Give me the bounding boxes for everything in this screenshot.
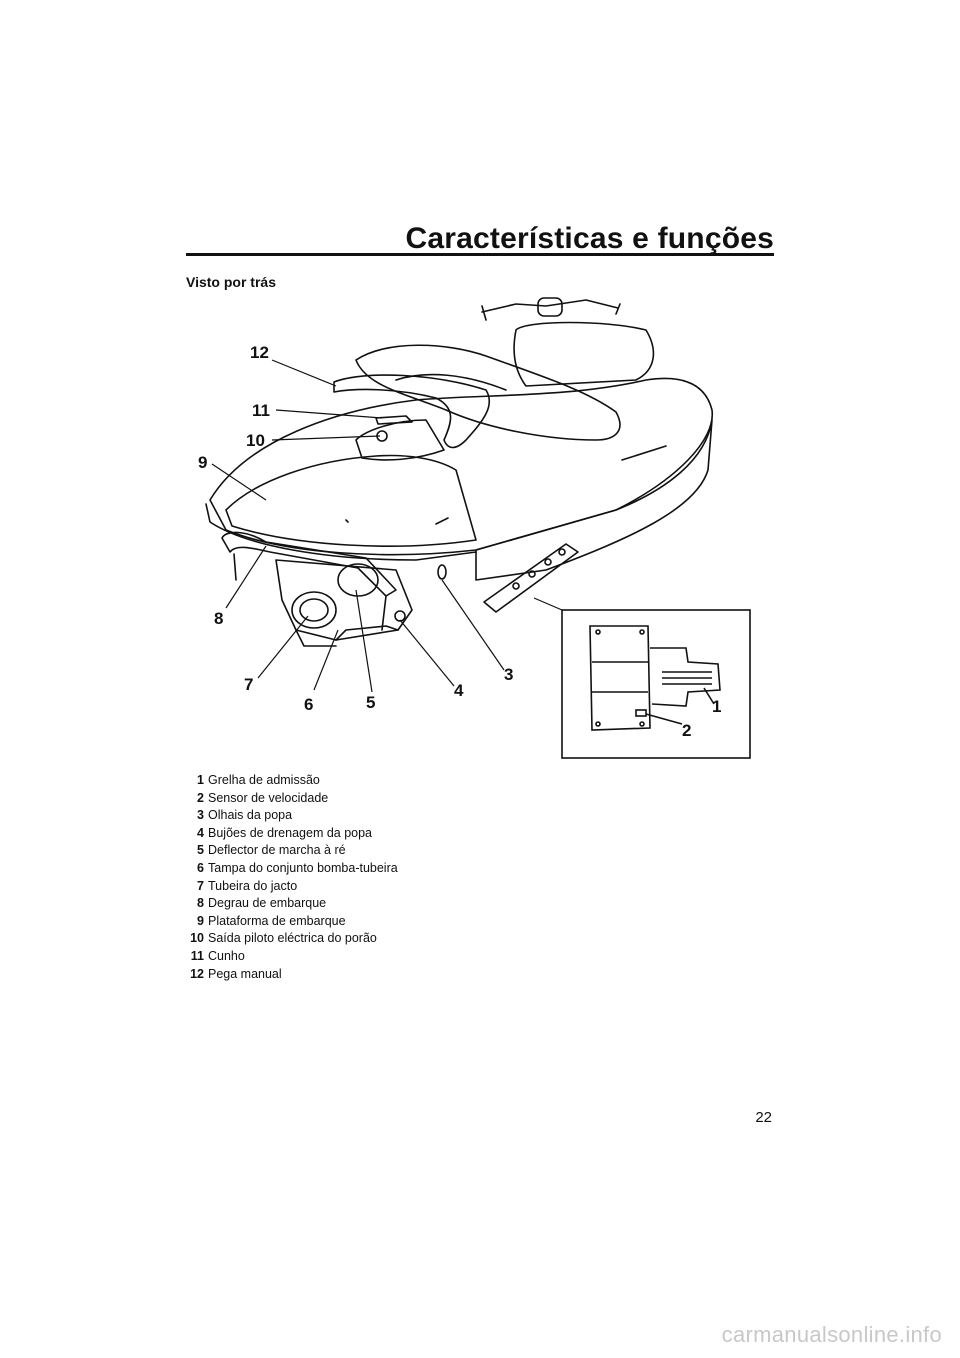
legend-number: 7 <box>197 878 204 893</box>
callout-9: 9 <box>198 453 208 472</box>
legend-number: 3 <box>197 808 204 823</box>
leader-9 <box>211 463 267 501</box>
leader-11 <box>275 409 383 419</box>
legend-item: 8 Degrau de embarque <box>186 895 586 913</box>
legend-item: 6 Tampa do conjunto bomba-tubeira <box>186 860 586 878</box>
callout-7: 7 <box>244 675 254 694</box>
watercraft-illustration <box>205 297 751 759</box>
legend-item: 7 Tubeira do jacto <box>186 878 586 896</box>
leader-3 <box>441 579 505 671</box>
leader-6 <box>313 629 339 691</box>
parts-legend: 1 Grelha de admissão 2 Sensor de velocidad… <box>186 772 586 983</box>
page-header-title: Características e funções <box>405 222 774 255</box>
callout-10: 10 <box>246 431 265 450</box>
legend-label: Sensor de velocidade <box>208 790 329 805</box>
legend-number: 12 <box>190 966 204 981</box>
callout-5: 5 <box>366 693 376 712</box>
legend-item: 4 Bujões de drenagem da popa <box>186 825 586 843</box>
legend-label: Cunho <box>208 948 245 963</box>
legend-label: Degrau de embarque <box>208 896 327 911</box>
legend-item: 9 Plataforma de embarque <box>186 913 586 931</box>
legend-item: 1 Grelha de admissão <box>186 772 586 790</box>
callout-11: 11 <box>252 401 270 420</box>
inset-frame <box>561 609 751 759</box>
legend-item: 2 Sensor de velocidade <box>186 790 586 808</box>
legend-item: 12 Pega manual <box>186 966 586 984</box>
callout-2: 2 <box>682 721 692 740</box>
legend-label: Tampa do conjunto bomba-tubeira <box>208 860 398 875</box>
legend-item: 3 Olhais da popa <box>186 807 586 825</box>
legend-number: 6 <box>197 860 204 875</box>
leader-7 <box>257 615 309 679</box>
callout-4: 4 <box>454 681 464 700</box>
leader-12 <box>271 359 337 387</box>
legend-label: Grelha de admissão <box>208 773 320 787</box>
legend-label: Tubeira do jacto <box>208 878 298 893</box>
page-number: 22 <box>755 1109 772 1126</box>
legend-label: Bujões de drenagem da popa <box>208 825 373 840</box>
legend-item: 10 Saída piloto eléctrica do porão <box>186 930 586 948</box>
callout-3: 3 <box>504 665 514 684</box>
legend-number: 10 <box>190 931 204 946</box>
legend-label: Pega manual <box>208 966 282 981</box>
watermark: carmanualsonline.info <box>721 1322 942 1347</box>
leader-8 <box>225 545 267 609</box>
legend-label: Olhais da popa <box>208 808 293 823</box>
legend-label: Plataforma de embarque <box>208 913 346 928</box>
leader-5 <box>355 589 373 693</box>
leader-10 <box>271 435 381 441</box>
watercraft-rear-view-figure: 12 11 10 9 8 7 6 5 4 3 1 2 <box>186 290 774 770</box>
legend-number: 11 <box>190 948 204 963</box>
legend-number: 2 <box>197 790 204 805</box>
callout-12: 12 <box>250 343 269 362</box>
callout-8: 8 <box>214 609 224 628</box>
callout-1: 1 <box>712 697 722 716</box>
legend-number: 9 <box>197 913 204 928</box>
legend-number: 8 <box>197 896 204 911</box>
leader-4 <box>399 619 455 687</box>
section-title: Visto por trás <box>186 274 276 290</box>
legend-number: 4 <box>197 825 204 840</box>
legend-label: Deflector de marcha à ré <box>208 843 346 858</box>
legend-number: 5 <box>197 843 204 858</box>
legend-label: Saída piloto eléctrica do porão <box>208 931 377 946</box>
header-rule <box>186 253 774 256</box>
legend-item: 5 Deflector de marcha à ré <box>186 842 586 860</box>
callout-6: 6 <box>304 695 314 714</box>
legend-item: 11 Cunho <box>186 948 586 966</box>
legend-number: 1 <box>197 773 204 787</box>
inset-pointer-line <box>533 597 563 611</box>
